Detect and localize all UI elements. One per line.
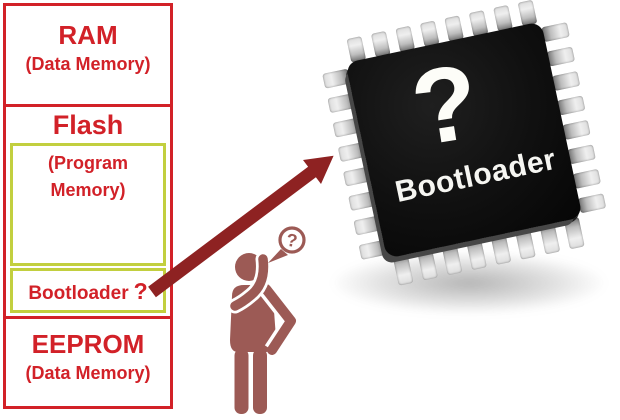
microcontroller-chip: ? Bootloader xyxy=(298,0,620,306)
flash-box: Flash (Program Memory) Bootloader? xyxy=(3,104,173,319)
chip-pin xyxy=(490,232,512,265)
bootloader-label: Bootloader xyxy=(28,283,129,304)
bootloader-question-mark: ? xyxy=(133,278,148,304)
chip-pin xyxy=(541,22,570,43)
person-leg-left xyxy=(234,349,249,414)
eeprom-box: EEPROM (Data Memory) xyxy=(3,316,173,409)
chip-pin xyxy=(563,216,585,250)
program-memory-label: (Program Memory) xyxy=(47,153,128,200)
thought-bubble xyxy=(278,226,306,254)
memory-map-diagram: RAM (Data Memory) Flash (Program Memory)… xyxy=(3,3,173,409)
person-arm-akimbo-gap xyxy=(259,283,300,355)
chip-pin xyxy=(417,248,439,281)
chip-pin xyxy=(441,242,463,276)
person-arm-akimbo xyxy=(261,284,296,355)
flash-title: Flash xyxy=(52,110,124,140)
chip-pin xyxy=(465,237,487,271)
bootloader-box: Bootloader? xyxy=(10,268,166,313)
chip-pin xyxy=(556,95,586,116)
person-head xyxy=(235,253,263,281)
chip-pin xyxy=(551,70,581,92)
ram-subtitle: (Data Memory) xyxy=(25,54,151,75)
person-arm-chin xyxy=(230,254,269,311)
chip-body: ? Bootloader xyxy=(345,21,583,259)
chip-shadow xyxy=(333,252,605,314)
eeprom-title: EEPROM xyxy=(31,329,145,359)
chip-pin xyxy=(539,222,561,255)
chip-pin xyxy=(546,46,576,67)
person-arm-chin-gap xyxy=(227,251,271,314)
ram-box: RAM (Data Memory) xyxy=(3,3,173,107)
program-memory-box: (Program Memory) xyxy=(10,143,166,266)
arrow-to-chip xyxy=(148,155,334,298)
chip-pin xyxy=(562,119,591,140)
person-leg-right xyxy=(253,349,267,414)
chip-pin xyxy=(577,193,607,214)
ram-title: RAM xyxy=(58,20,118,50)
chip-pin xyxy=(514,227,536,260)
thought-bubble-question-mark: ? xyxy=(285,230,299,251)
thought-bubble-tail xyxy=(268,249,288,263)
thinking-person: ? xyxy=(227,226,306,414)
chip-pin xyxy=(392,253,414,286)
person-torso xyxy=(230,285,276,352)
eeprom-subtitle: (Data Memory) xyxy=(25,363,151,384)
chip-pin xyxy=(517,0,538,27)
